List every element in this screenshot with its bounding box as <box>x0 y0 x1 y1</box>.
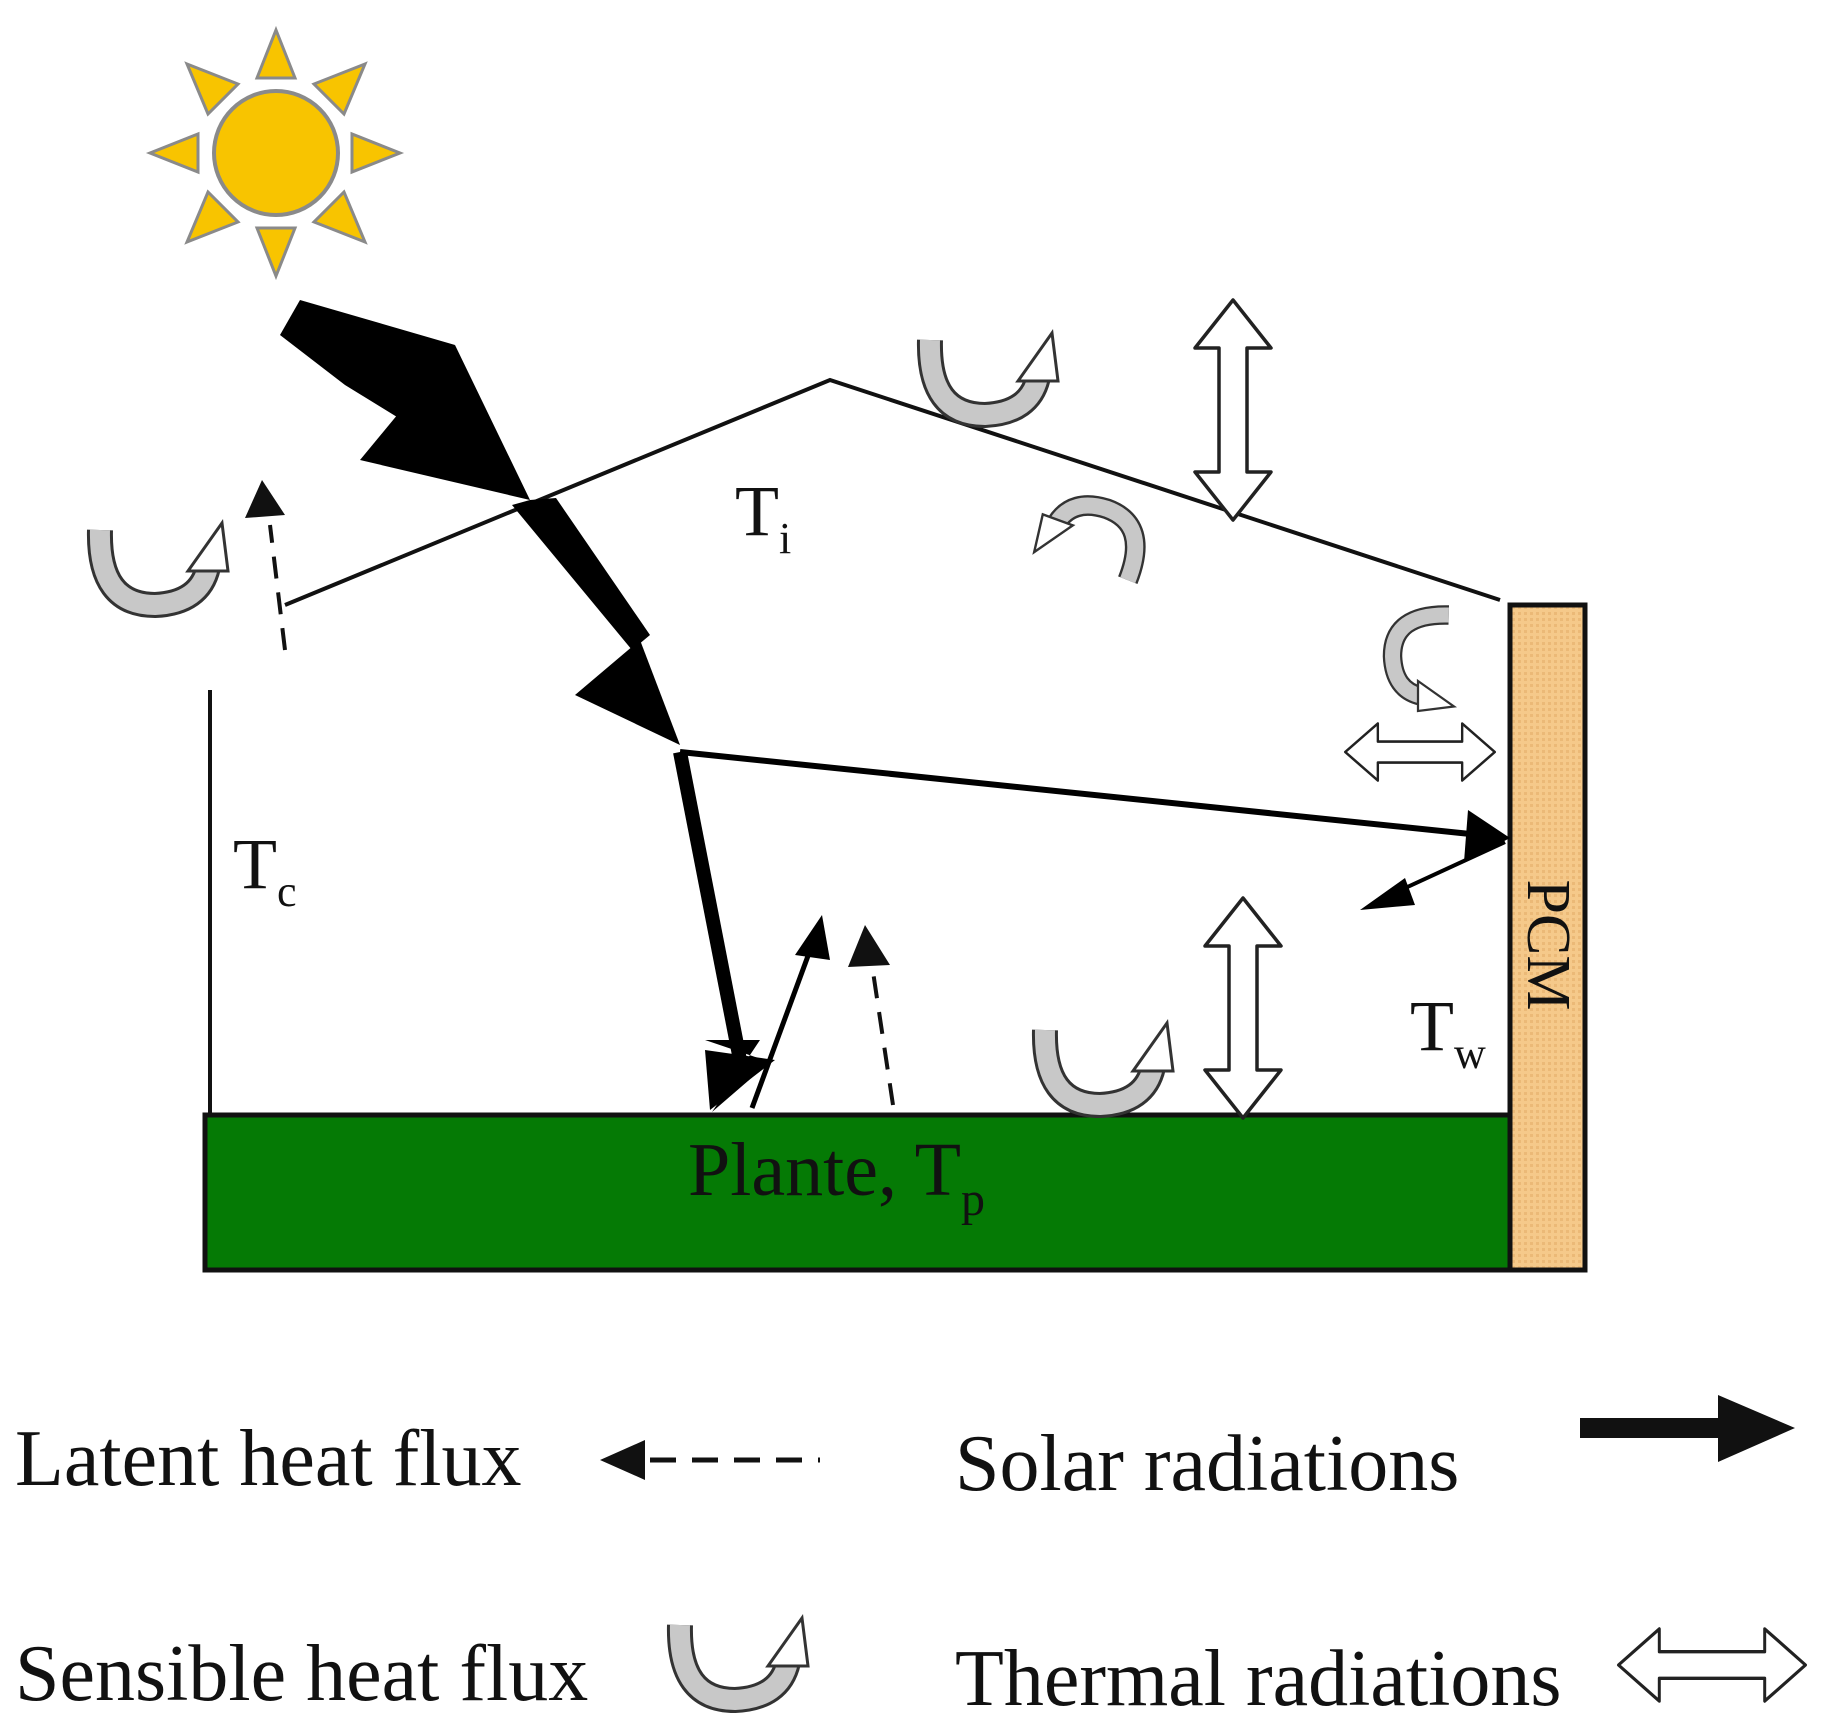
legend-sensible-label: Sensible heat flux <box>15 1630 588 1718</box>
greenhouse-structure <box>208 377 1501 1115</box>
legend-solar-icon <box>1580 1395 1795 1462</box>
legend-thermal-label: Thermal radiations <box>955 1635 1561 1720</box>
label-t-c: Tc <box>233 824 297 916</box>
label-t-w: Tw <box>1410 986 1486 1078</box>
solar-radiation-path <box>280 300 1510 1112</box>
sensible-heat-flux-icon <box>100 523 228 605</box>
sun-icon <box>145 25 405 281</box>
thermal-radiation-arrow <box>1343 722 1497 782</box>
thermal-radiation-arrow <box>1193 298 1273 522</box>
sensible-heat-flux-icon <box>1045 1023 1173 1105</box>
label-pcm: PCM <box>1514 880 1582 1011</box>
legend-solar-label: Solar radiations <box>955 1420 1459 1508</box>
label-plant: Plante, Tp <box>688 1128 985 1226</box>
sensible-heat-flux-icon <box>1393 615 1455 711</box>
legend-latent-icon <box>600 1440 820 1480</box>
label-t-i: Ti <box>735 471 791 563</box>
plant-bed <box>202 1112 1513 1273</box>
sensible-heat-flux-icon <box>1030 489 1149 586</box>
legend: Latent heat flux Solar radiations Sensib… <box>15 1395 1808 1720</box>
thermal-radiation-arrow <box>1203 896 1283 1120</box>
legend-thermal-icon <box>1616 1627 1808 1703</box>
legend-latent-label: Latent heat flux <box>15 1415 521 1503</box>
sensible-heat-flux-icon <box>930 333 1058 415</box>
roof <box>284 377 1501 607</box>
pcm-wall <box>1507 602 1588 1273</box>
latent-heat-flux-arrows <box>245 480 895 1106</box>
legend-sensible-icon <box>680 1618 808 1700</box>
